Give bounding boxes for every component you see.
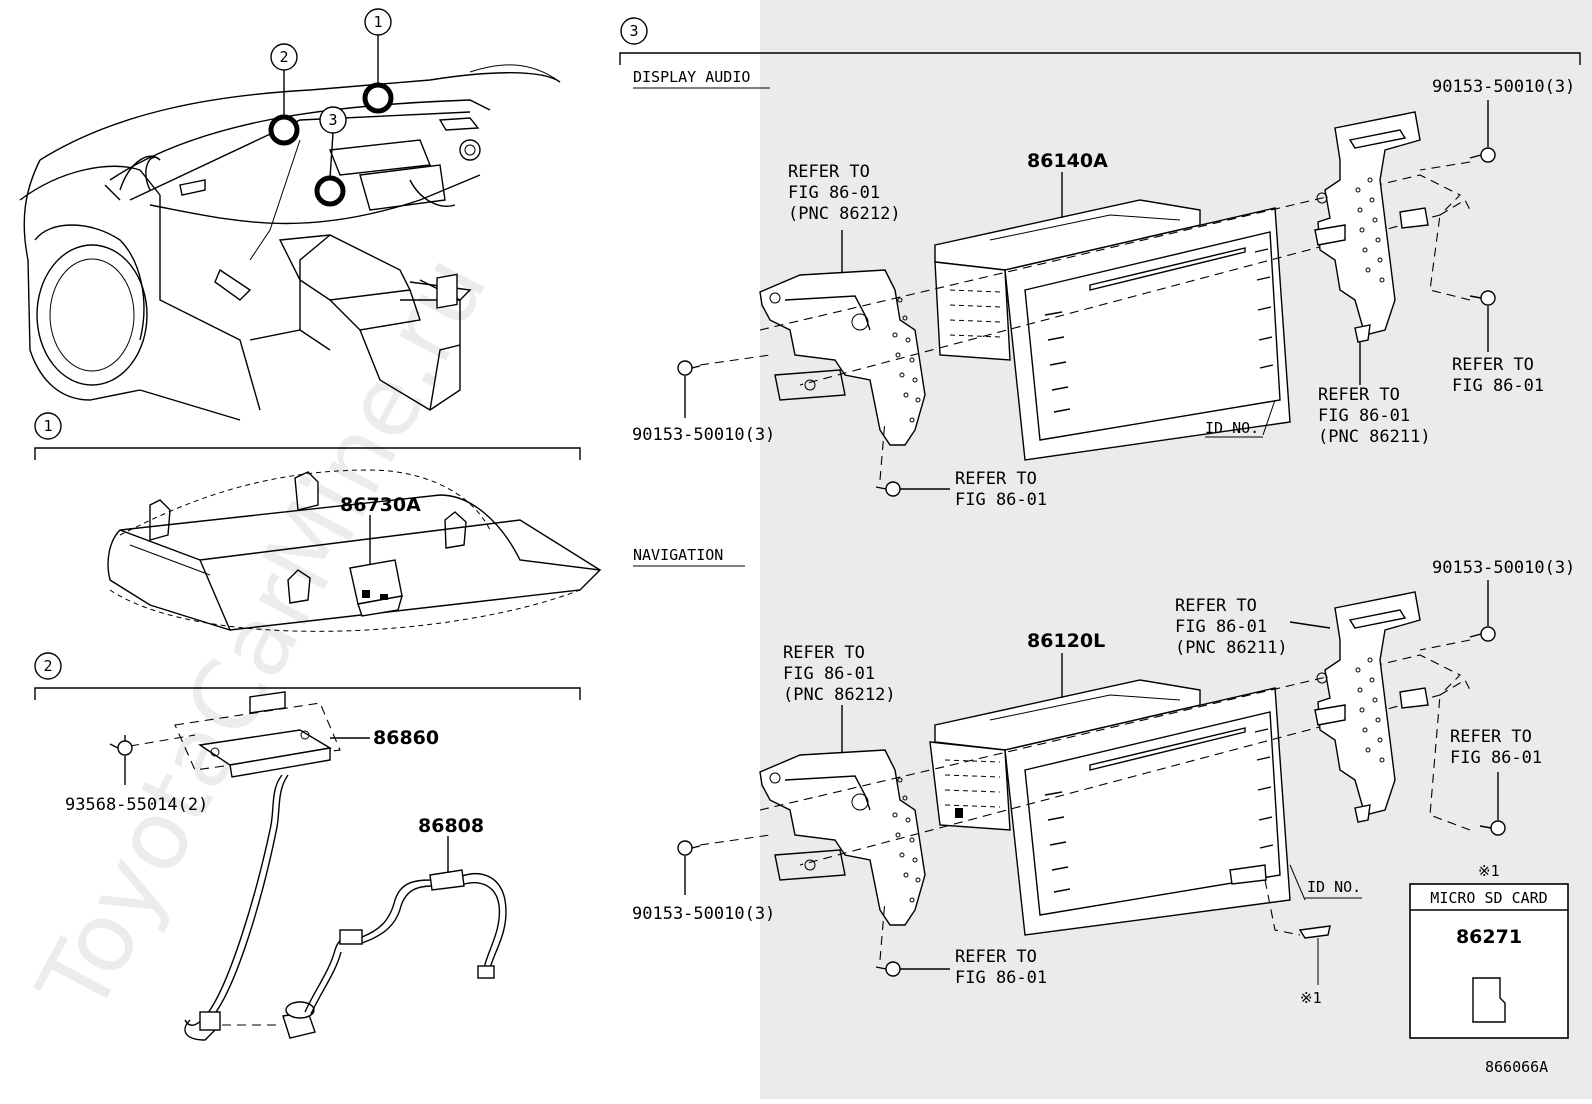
da-ref-right-bolt-1: REFER TO xyxy=(1452,355,1534,375)
da-head-unit-86140A xyxy=(934,172,1291,461)
callout-dot-3 xyxy=(314,175,346,207)
part-86860: 86860 xyxy=(373,727,439,749)
screw-93568-label: 93568-55014(2) xyxy=(65,795,208,815)
callout-2-label: 2 xyxy=(279,48,288,66)
micro-sd-card-box: ※1 MICRO SD CARD 86271 xyxy=(1409,862,1569,1039)
navigation-title: NAVIGATION xyxy=(633,546,723,564)
section-1-bracket xyxy=(34,447,581,460)
section-3-bracket xyxy=(619,52,1581,65)
overhead-console xyxy=(107,469,602,632)
nav-screw-right-label: 90153-50010(3) xyxy=(1432,558,1575,578)
da-bolt-bottom xyxy=(875,481,950,497)
nav-id-no: ID NO. xyxy=(1307,878,1361,896)
section-3-number: 3 xyxy=(629,22,638,40)
figure-code: 866066A xyxy=(1485,1058,1548,1076)
da-right-bracket xyxy=(1314,111,1429,385)
nav-bolt-right xyxy=(1479,772,1506,836)
callout-3-label: 3 xyxy=(328,111,337,129)
section-2-number: 2 xyxy=(43,657,52,675)
nav-right-bracket xyxy=(1289,591,1429,823)
part-86808: 86808 xyxy=(418,815,484,837)
da-ref-bottom-1: REFER TO xyxy=(955,469,1037,489)
navigation-assembly: NAVIGATION REFER TO FIG 86-01 (PNC 86212… xyxy=(632,546,1575,1007)
screw-93568 xyxy=(109,735,133,785)
da-bolt-right xyxy=(1469,290,1496,352)
nav-ref-top-bracket-3: (PNC 86211) xyxy=(1175,638,1288,658)
nav-ref-right-bolt-2: FIG 86-01 xyxy=(1450,748,1542,768)
nav-bolt-bottom xyxy=(875,961,950,977)
da-ref-right-bracket-2: FIG 86-01 xyxy=(1318,406,1410,426)
nav-screw-right xyxy=(1469,580,1496,642)
da-unit-86140A: 86140A xyxy=(1027,150,1108,172)
callout-badge-3 xyxy=(319,106,347,134)
nav-head-unit-86120L xyxy=(929,653,1291,936)
callout-dot-1 xyxy=(362,82,394,114)
nav-ref-top-bracket-2: FIG 86-01 xyxy=(1175,617,1267,637)
section-1-badge xyxy=(34,412,62,440)
section-1: 1 86730A xyxy=(34,412,602,632)
display-audio-assembly: DISPLAY AUDIO REFER TO FIG 86-01 (PNC 86… xyxy=(632,68,1575,510)
da-screw-right xyxy=(1469,100,1496,163)
sd-card-icon xyxy=(1472,977,1506,1023)
nav-unit-86120L: 86120L xyxy=(1027,630,1105,652)
section-2-badge xyxy=(34,652,62,680)
nav-ref-left-3: (PNC 86212) xyxy=(783,685,896,705)
da-screw-left xyxy=(677,360,701,418)
watermark: ToyotaCarMine.ru xyxy=(16,238,509,1032)
nav-left-bracket xyxy=(759,749,926,926)
nav-ref-top-bracket-1: REFER TO xyxy=(1175,596,1257,616)
overview-car-interior: 2 1 3 xyxy=(19,8,561,421)
nav-ref-left-1: REFER TO xyxy=(783,643,865,663)
da-ref-right-bracket-1: REFER TO xyxy=(1318,385,1400,405)
da-screw-left-label: 90153-50010(3) xyxy=(632,425,775,445)
nav-note-mark: ※1 xyxy=(1300,989,1322,1007)
section-2-bracket xyxy=(34,687,581,700)
nav-ref-right-bolt-1: REFER TO xyxy=(1450,727,1532,747)
mic-bracket-86860 xyxy=(129,691,370,778)
da-ref-left-1: REFER TO xyxy=(788,162,870,182)
nav-ref-bottom-2: FIG 86-01 xyxy=(955,968,1047,988)
da-ref-bottom-2: FIG 86-01 xyxy=(955,490,1047,510)
nav-ref-left-2: FIG 86-01 xyxy=(783,664,875,684)
section-1-number: 1 xyxy=(43,417,52,435)
display-audio-title: DISPLAY AUDIO xyxy=(633,68,750,86)
section-2: 2 86860 93568-55014(2) xyxy=(34,652,581,1041)
callout-1-label: 1 xyxy=(373,13,382,31)
da-ref-left-2: FIG 86-01 xyxy=(788,183,880,203)
section-3: 3 xyxy=(619,17,1581,65)
sd-card-title: MICRO SD CARD xyxy=(1430,889,1547,907)
da-ref-right-bracket-3: (PNC 86211) xyxy=(1318,427,1431,447)
nav-screw-left xyxy=(677,840,701,895)
da-ref-left-3: (PNC 86212) xyxy=(788,204,901,224)
callout-dot-2 xyxy=(268,114,300,146)
nav-ref-bottom-1: REFER TO xyxy=(955,947,1037,967)
part-86730A: 86730A xyxy=(340,494,421,516)
wire-harness-86808 xyxy=(184,774,507,1041)
callout-badge-1 xyxy=(364,8,392,36)
da-left-bracket xyxy=(759,269,926,446)
callout-badge-2 xyxy=(270,43,298,71)
nav-screw-left-label: 90153-50010(3) xyxy=(632,904,775,924)
da-ref-right-bolt-2: FIG 86-01 xyxy=(1452,376,1544,396)
sd-note-mark: ※1 xyxy=(1478,862,1500,880)
da-id-no: ID NO. xyxy=(1205,419,1259,437)
da-screw-right-label: 90153-50010(3) xyxy=(1432,77,1575,97)
section-3-badge xyxy=(620,17,648,45)
sd-card-part-no: 86271 xyxy=(1456,926,1522,948)
